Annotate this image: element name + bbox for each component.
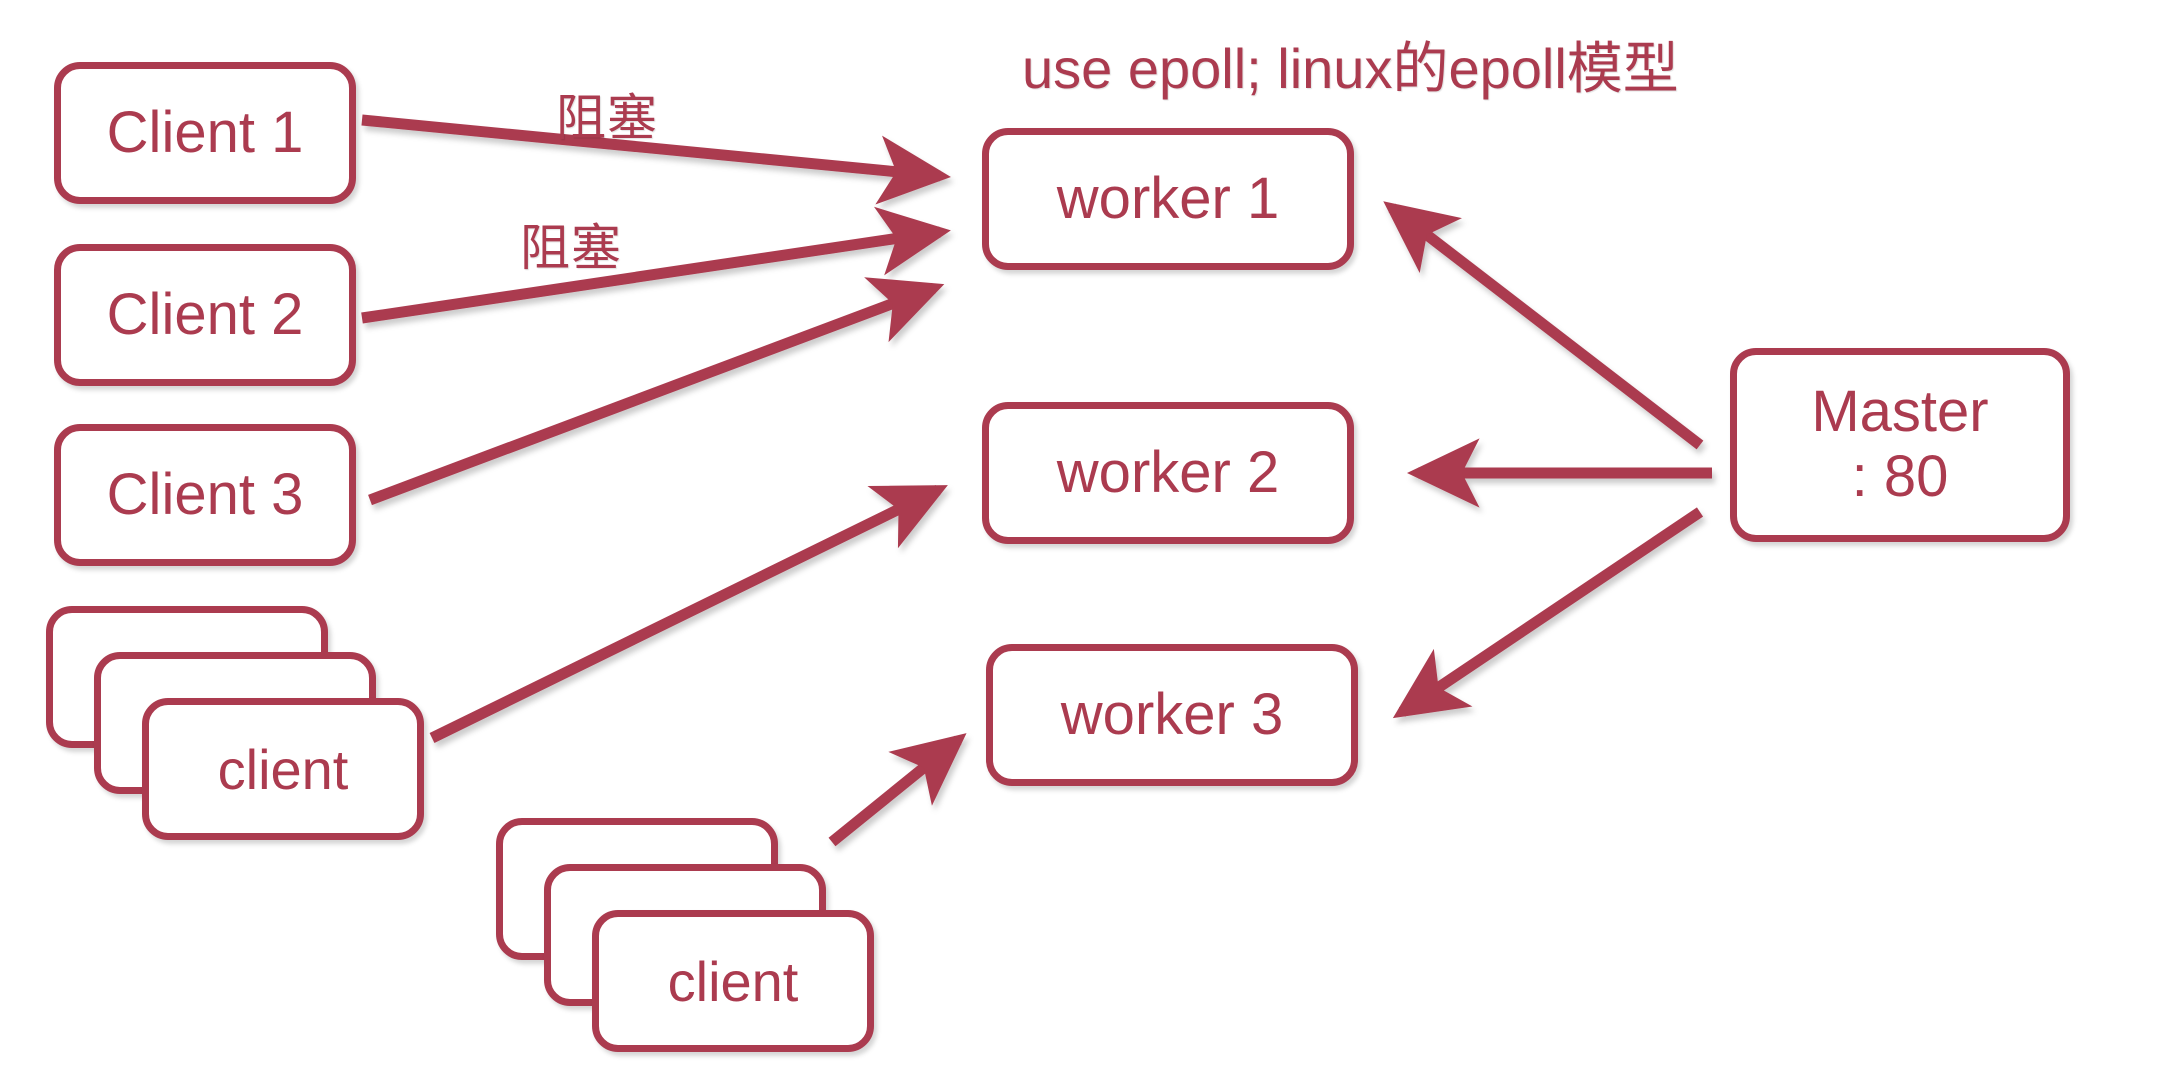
client-stack-2-card-front[interactable]: client	[592, 910, 874, 1052]
node-worker-3-label: worker 3	[1060, 681, 1284, 747]
node-worker-2[interactable]: worker 2	[982, 402, 1354, 544]
edge-master-worker1	[1383, 201, 1704, 450]
edge-master-worker3	[1392, 507, 1704, 719]
node-client-1-label: Client 1	[106, 99, 304, 165]
edge-client3-worker1	[368, 277, 945, 506]
node-master[interactable]: Master : 80	[1730, 348, 2070, 542]
client-stack-1-card-front[interactable]: client	[142, 698, 424, 840]
node-client-stack-1[interactable]: client	[46, 606, 426, 846]
edge-stack1-worker2	[429, 485, 948, 743]
node-client-stack-1-label: client	[217, 737, 349, 801]
node-client-3[interactable]: Client 3	[54, 424, 356, 566]
edge-label-blocking-2: 阻塞	[520, 220, 622, 276]
node-client-3-label: Client 3	[106, 461, 304, 527]
edge-label-blocking-1: 阻塞	[556, 90, 658, 146]
node-master-label: Master : 80	[1811, 379, 1989, 509]
node-worker-3[interactable]: worker 3	[986, 644, 1358, 786]
node-client-2[interactable]: Client 2	[54, 244, 356, 386]
node-worker-1-label: worker 1	[1056, 165, 1280, 231]
diagram-title: use epoll; linux的epoll模型	[1022, 37, 1679, 100]
node-client-stack-2[interactable]: client	[496, 818, 876, 1058]
node-client-2-label: Client 2	[106, 281, 304, 347]
node-worker-2-label: worker 2	[1056, 439, 1280, 505]
edge-client2-worker1	[361, 206, 951, 324]
node-client-stack-2-label: client	[667, 949, 799, 1013]
node-worker-1[interactable]: worker 1	[982, 128, 1354, 270]
node-client-1[interactable]: Client 1	[54, 62, 356, 204]
